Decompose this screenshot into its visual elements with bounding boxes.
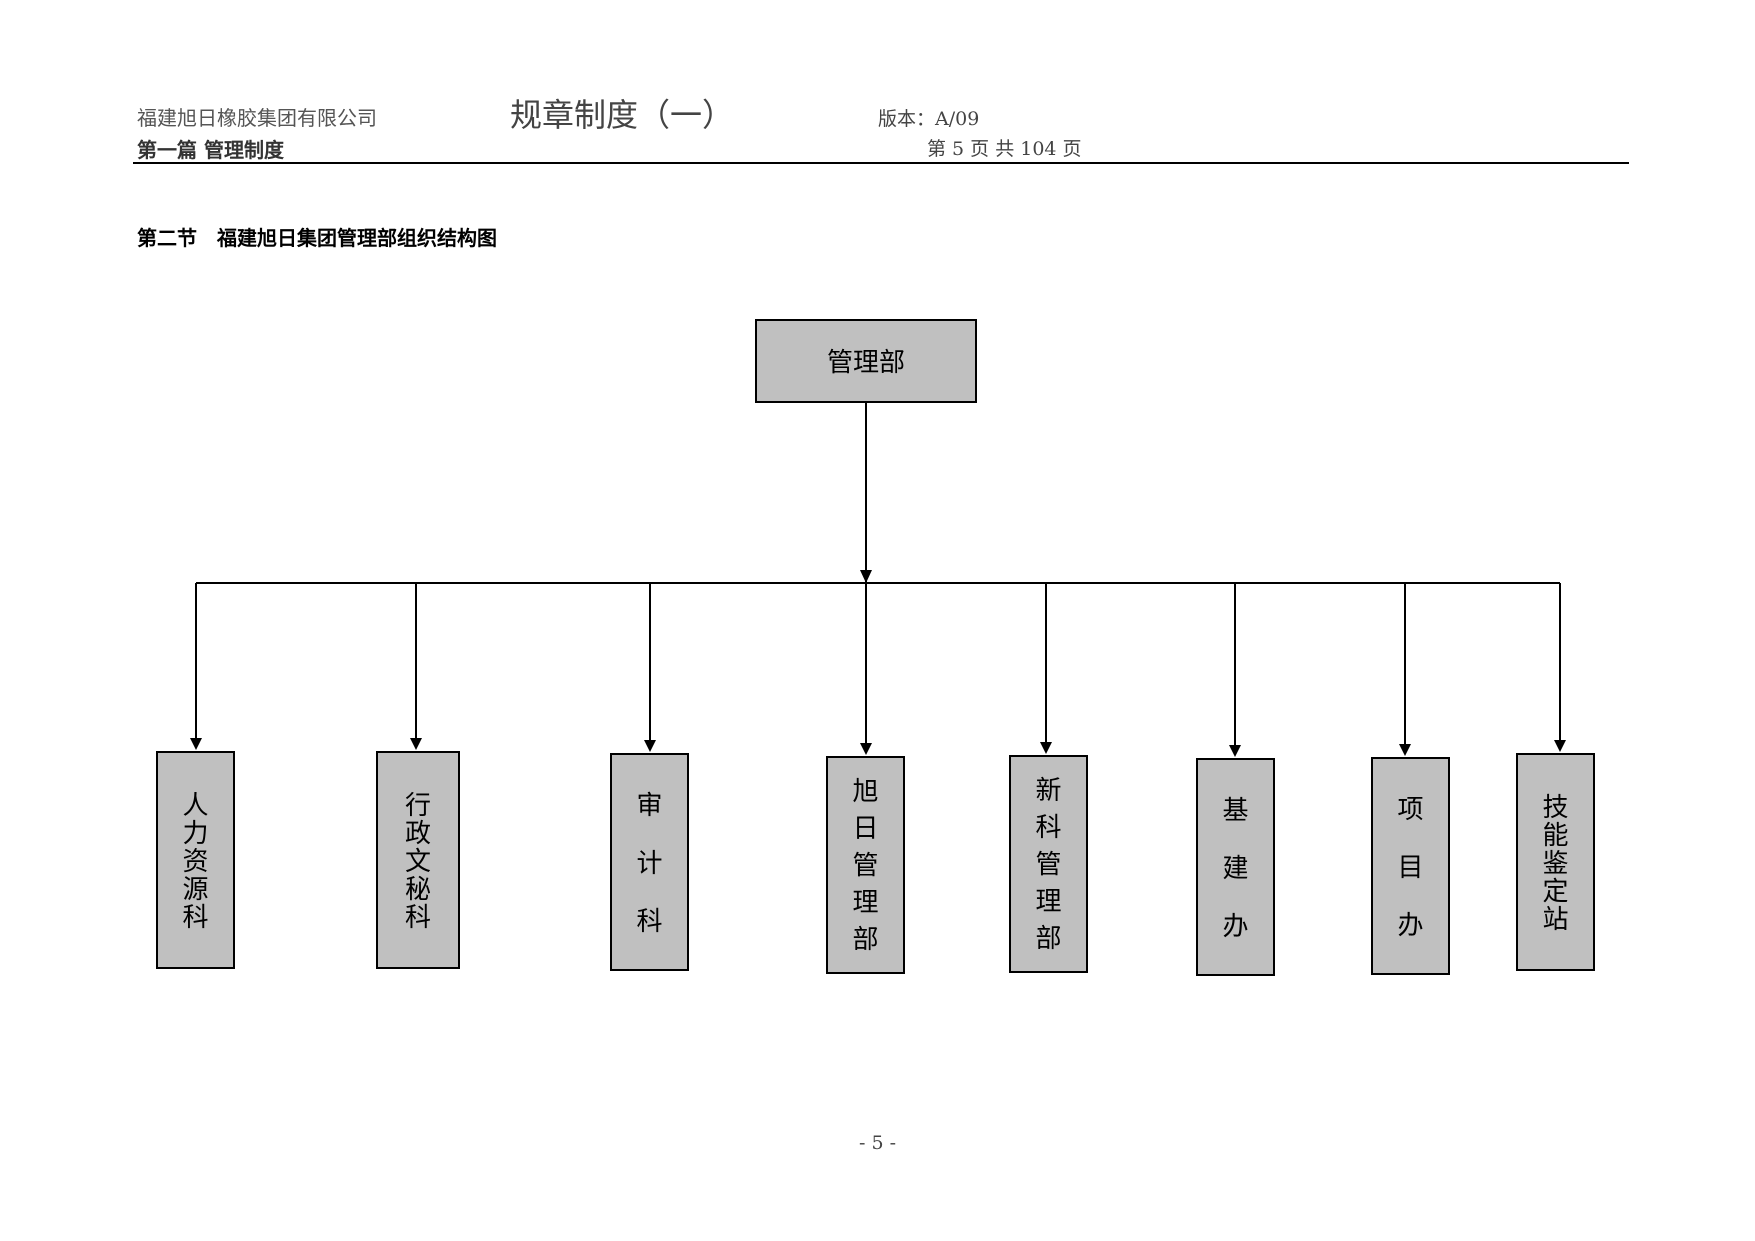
dept-connector-arrow bbox=[190, 738, 202, 750]
org-box-dept-label: 旭日管理部 bbox=[852, 777, 878, 955]
dept-connector-arrow bbox=[1554, 740, 1566, 752]
footer-page-number: - 5 - bbox=[858, 1132, 896, 1154]
org-box-dept: 审计科 bbox=[610, 753, 689, 971]
org-box-dept: 人力资源科 bbox=[156, 751, 235, 969]
version-label: 版本：A/09 bbox=[878, 108, 980, 130]
dept-connector-arrow bbox=[1229, 745, 1241, 757]
org-box-dept-label: 技能鉴定站 bbox=[1542, 793, 1568, 935]
org-box-dept: 技能鉴定站 bbox=[1516, 753, 1595, 971]
dept-connector-arrow bbox=[644, 740, 656, 752]
root-connector-arrow bbox=[860, 570, 872, 583]
org-box-dept: 旭日管理部 bbox=[826, 756, 905, 974]
org-box-dept: 行政文秘科 bbox=[376, 751, 460, 969]
dept-connector-arrow bbox=[410, 738, 422, 750]
org-box-dept-label: 新科管理部 bbox=[1035, 776, 1061, 954]
org-box-dept: 基建办 bbox=[1196, 758, 1275, 976]
org-box-dept: 新科管理部 bbox=[1009, 755, 1088, 973]
org-chart-connectors bbox=[190, 402, 1566, 757]
company-name: 福建旭日橡胶集团有限公司 bbox=[137, 106, 377, 130]
chapter-label: 第一篇 管理制度 bbox=[137, 138, 284, 162]
document-title: 规章制度（一） bbox=[510, 96, 735, 134]
dept-connector-arrow bbox=[1040, 742, 1052, 754]
dept-connector-arrow bbox=[1399, 744, 1411, 756]
org-box-dept-label: 审计科 bbox=[636, 791, 662, 937]
org-box-dept-label: 人力资源科 bbox=[182, 791, 208, 933]
section-title: 第二节 福建旭日集团管理部组织结构图 bbox=[137, 226, 497, 250]
org-box-root-label: 管理部 bbox=[827, 348, 905, 378]
org-box-dept-label: 行政文秘科 bbox=[405, 791, 431, 933]
org-box-dept-label: 基建办 bbox=[1222, 796, 1248, 942]
header-divider bbox=[133, 162, 1629, 164]
page-count-label: 第 5 页 共 104 页 bbox=[927, 138, 1082, 160]
org-box-dept-label: 项目办 bbox=[1397, 795, 1423, 941]
org-box-dept: 项目办 bbox=[1371, 757, 1450, 975]
org-box-root: 管理部 bbox=[755, 319, 977, 403]
dept-connector-arrow bbox=[860, 743, 872, 755]
